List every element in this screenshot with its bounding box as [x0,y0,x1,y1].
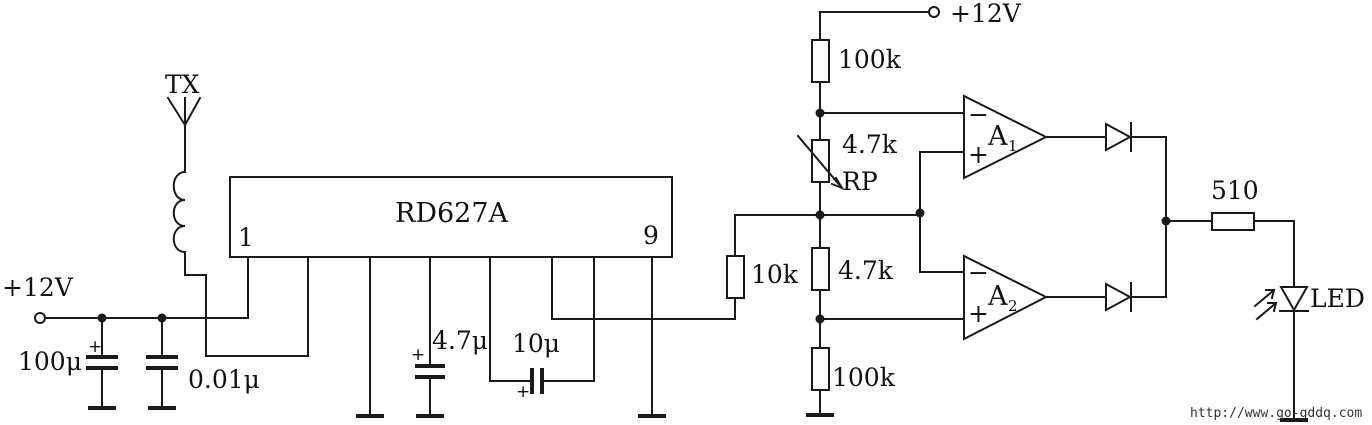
capacitor-0-01u [146,317,178,410]
ic-pin9-label: 9 [643,221,659,250]
capacitor-4-7u: + [411,256,445,418]
opamp-a1-label: A [987,121,1008,152]
ic-pin1-label: 1 [238,223,254,252]
opamp-a1: − + A 1 [963,94,1107,180]
ic-name-label: RD627A [395,198,509,229]
led-label: LED [1310,284,1365,313]
vcc-label-right: +12V [950,0,1022,28]
resistor-10k-label: 10k [751,260,799,289]
antenna-tx [166,96,207,357]
watermark-url: http://www.go-gddq.com [1190,406,1362,421]
capacitor-4-7u-label: 4.7μ [432,326,488,355]
resistor-10k [726,255,745,299]
resistor-100k-bottom [811,347,830,391]
resistor-100k-top-label: 100k [838,45,902,74]
capacitor-0-01u-label: 0.01μ [188,365,260,394]
vcc-terminal-left [34,312,46,324]
capacitor-100u-label: 100μ [18,347,82,376]
resistor-100k-bottom-label: 100k [832,363,896,392]
diode-upper [1105,122,1167,152]
potentiometer-rp [811,139,830,183]
capacitor-10u: + [489,256,595,402]
capacitor-10u-plus: + [516,382,530,402]
top-supply: +12V [819,0,1022,41]
potentiometer-arrow [796,134,844,190]
rp-value-label: 4.7k [842,130,898,159]
led [1253,286,1309,422]
capacitor-4-7u-plus: + [411,345,425,365]
opamp-a2: − + A 2 [963,254,1107,341]
opamp-a1-plus: + [968,140,989,169]
ic-rd627a: RD627A 1 9 [229,176,673,258]
opamp-a2-plus: + [968,299,989,328]
capacitor-10u-label: 10μ [512,329,560,358]
opamp-a2-subscript: 2 [1008,297,1018,315]
resistor-4-7k-label: 4.7k [838,256,894,285]
diode-lower [1105,282,1167,312]
opamp-a2-label: A [987,281,1008,312]
divider-wiring [734,108,965,417]
left-supply [34,256,249,324]
opamp-a1-subscript: 1 [1008,137,1018,155]
vcc-terminal-right [928,6,940,18]
resistor-510-label: 510 [1211,176,1259,205]
capacitor-100u-plus: + [88,337,102,357]
capacitor-100u: + [86,317,118,410]
opamp-a2-minus: − [968,258,989,287]
rp-name-label: RP [842,167,878,196]
resistor-100k-top: 100k [811,39,902,113]
antenna-label: TX [165,70,200,99]
vcc-label-left: +12V [2,273,74,302]
opamp-a1-minus: − [968,100,989,129]
resistor-510 [1211,212,1295,287]
resistor-4-7k [811,247,830,291]
